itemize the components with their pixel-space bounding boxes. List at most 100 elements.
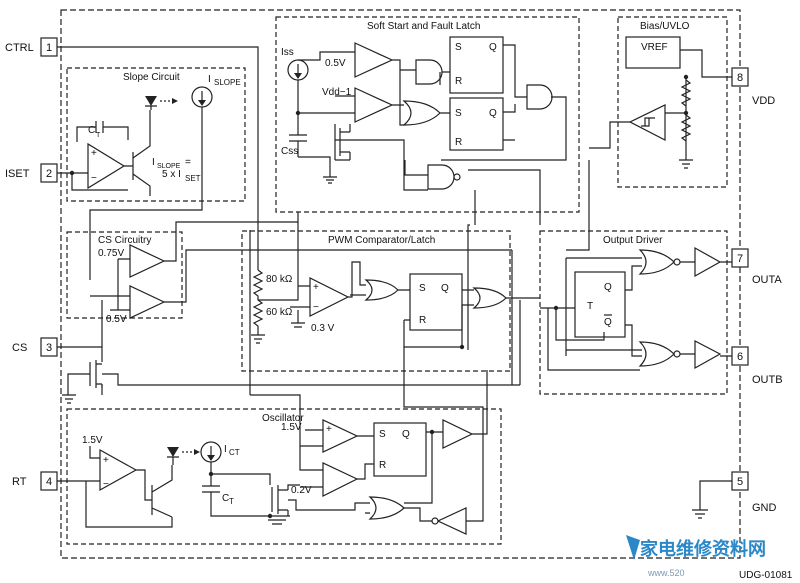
vref-box [625,36,681,69]
toggle-t: T [587,301,593,312]
ct2-label: C [222,493,229,504]
pwm-latch-r: R [419,315,426,326]
ss-latch-1 [449,36,504,94]
pwm-latch [409,273,463,331]
soft-start-block: Soft Start and Fault Latch Iss Css 0.5V … [275,16,580,213]
pwm-divider-resistors [252,269,264,335]
pin-2: 2 ISET [5,163,58,183]
watermark: 家电维修资料网 www.520 [626,535,766,578]
ss-latch-2-r: R [455,137,462,148]
pin-4: 4 RT [12,471,58,491]
osc-node [208,471,214,477]
pin-3-name: CS [12,342,27,354]
bias-resistor-1 [680,79,692,107]
pwm-or-gate-2 [472,287,507,309]
islope-label: I [208,74,211,85]
ict-arrowhead [207,455,215,461]
css-capacitor [289,134,307,157]
osc-latch-s: S [379,429,386,440]
osc-to-pwm [250,394,301,446]
watermark-url: www.520 [647,568,685,578]
pwm-node [459,344,465,350]
islope-eq-line2: 5 x I [162,169,181,180]
rt-opamp-plus: + [103,455,109,466]
fault-nand-gate [427,164,455,190]
toggle-qbar: Q [604,317,612,328]
v075-label: 0.75V [98,248,124,259]
ss-latch-1-s: S [455,42,462,53]
pin-8: 8 VDD [731,67,775,107]
fault-nand-bubble [453,173,461,181]
slope-circuit-block: Slope Circuit C T + − I SLOPE I SLOPE = … [66,67,246,280]
osc-buffer [442,419,474,449]
pin-7-name: OUTA [752,274,782,286]
uvlo-comparator [628,104,666,141]
osc-wiring [299,347,488,522]
pin-5-number: 5 [737,476,743,488]
iset-feedback [71,173,128,191]
oscillator-block: Oscillator 1.5V + − I CT C T 1.5V + 0.2V… [57,347,502,545]
pwm-comp-plus: + [313,282,319,293]
pwm-comp-inputs [258,212,310,328]
chip-outline [60,9,741,559]
outb-nor-gate [638,341,675,367]
osc-cap-ground [210,512,264,517]
islope-arrowhead [198,100,206,106]
toggle-q: Q [604,282,612,293]
slope-opamp-plus: + [91,148,97,159]
pin-4-number: 4 [46,476,52,488]
ss-mosfet [334,124,351,161]
pwm-comp-minus: − [313,302,319,313]
osc-ground-node [267,513,273,519]
pwm-title: PWM Comparator/Latch [328,235,435,246]
pwm-block: PWM Comparator/Latch 80 kΩ 60 kΩ + − 0.3… [241,212,540,372]
osc-inverter-bubble [431,517,439,525]
iss-label: Iss [281,47,294,58]
r80-label: 80 kΩ [266,274,293,285]
osc-latch-r: R [379,460,386,471]
toggle-flipflop [574,271,626,338]
ss-and-gate-1 [415,59,443,85]
bias-resistor-2 [680,114,692,142]
pwm-latch-q: Q [441,283,449,294]
outa-nor-gate [638,249,675,275]
cs-wiring [90,221,512,311]
osc-or-gate [368,496,405,520]
ss-comparator-1 [354,42,394,78]
pin-6-name: OUTB [752,374,783,386]
ct-cap-wires [76,126,129,142]
cs-ground-icon [62,394,76,404]
cs-mosfet [89,358,520,388]
cs-circuitry-title: CS Circuitry [98,235,151,246]
ict-label-sub: CT [229,448,240,457]
pin-5-name: GND [752,502,777,514]
pin-1-number: 1 [46,42,52,54]
ss-comparator-2 [354,87,394,123]
output-driver-title: Output Driver [603,235,663,246]
cs-comparator-2 [129,285,166,319]
cs-pin-wiring [57,300,103,395]
vdd-1-label: Vdd−1 [322,87,352,98]
ss-latch-1-r: R [455,76,462,87]
ct-osc-capacitor [202,462,271,512]
osc-vref-wire [89,446,100,459]
osc-arrow [194,449,200,455]
ss-and-gate-2 [526,84,553,110]
pin-4-name: RT [12,476,27,488]
ct-capacitor [95,121,104,133]
iss-arrowhead [294,73,302,79]
ss-ground-icon [323,164,337,184]
watermark-logo-icon [626,535,640,560]
pin-2-name: ISET [5,168,30,180]
ss-latch-1-q: Q [489,42,497,53]
rt-opamp-minus: − [103,479,109,490]
rt-transistor [151,465,173,518]
cs-circuitry-block: CS Circuitry 0.75V 0.5V [66,221,512,325]
ct-label: C [88,125,95,136]
long-connectors [249,160,541,395]
osc-latch-q: Q [402,429,410,440]
outb-nor-bubble [673,350,681,358]
vref-label: VREF [641,42,668,53]
rt-wiring [57,469,173,528]
hysteresis-icon [641,117,655,127]
